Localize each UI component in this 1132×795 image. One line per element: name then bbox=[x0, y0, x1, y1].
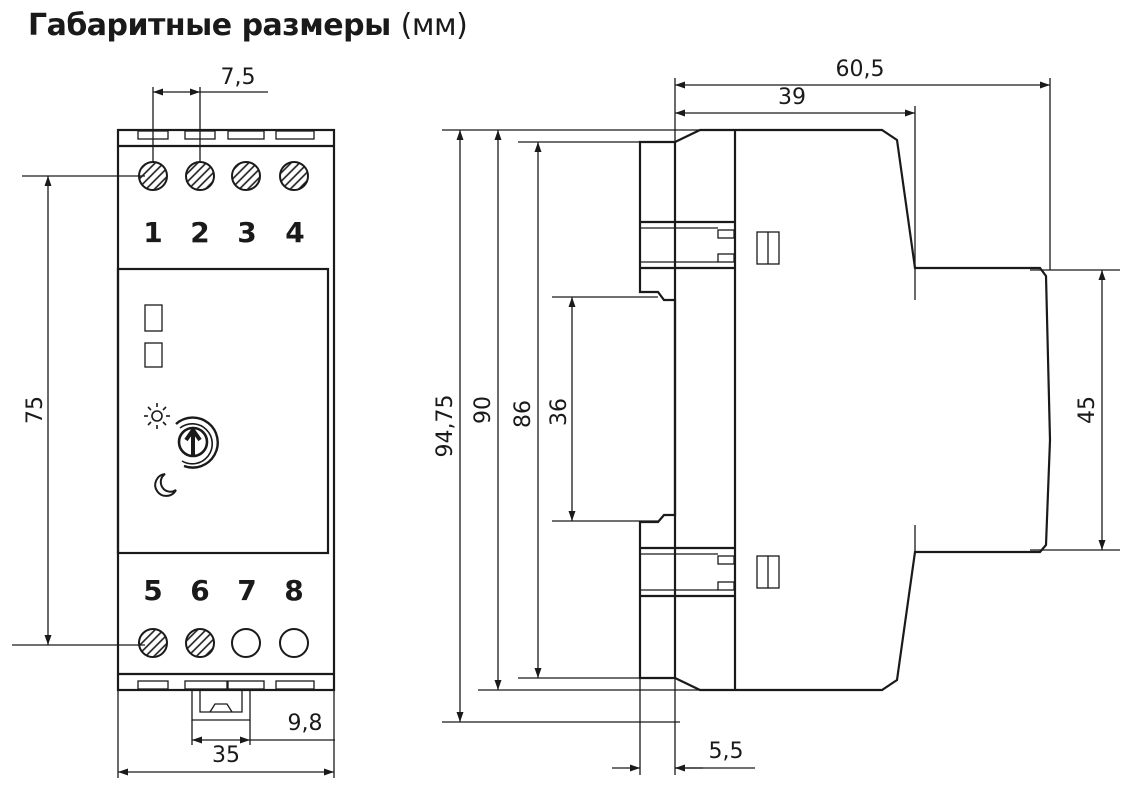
dim-h-body-label: 90 bbox=[471, 396, 496, 424]
screw-terminal bbox=[185, 628, 215, 658]
dim-depth-total: 60,5 bbox=[674, 57, 1051, 270]
terminal-7-label: 7 bbox=[237, 574, 256, 607]
dim-pitch: 7,5 bbox=[152, 65, 268, 162]
terminal-4-label: 4 bbox=[285, 216, 304, 249]
side-housing bbox=[638, 128, 1052, 692]
empty-terminal bbox=[231, 628, 261, 658]
dim-pitch-label: 7,5 bbox=[221, 65, 256, 90]
dim-h-terminal-label: 86 bbox=[511, 400, 536, 428]
dim-front-height: 45 bbox=[1030, 269, 1120, 551]
front-bottom-tabs bbox=[137, 680, 315, 690]
dim-rail-slot-label: 36 bbox=[547, 398, 572, 426]
front-top-tabs bbox=[137, 130, 315, 140]
dim-rail-slot: 36 bbox=[547, 296, 658, 522]
top-screws bbox=[138, 161, 309, 191]
terminal-1-label: 1 bbox=[143, 216, 162, 249]
screw-terminal bbox=[185, 161, 215, 191]
dim-width: 35 bbox=[117, 690, 335, 778]
terminal-5-label: 5 bbox=[143, 574, 162, 607]
diagram-title: Габаритные размеры (мм) bbox=[28, 8, 468, 43]
terminal-6-label: 6 bbox=[190, 574, 209, 607]
dim-width-label: 35 bbox=[212, 743, 240, 768]
screw-terminal bbox=[138, 628, 168, 658]
dim-rail-offset-label: 5,5 bbox=[709, 739, 744, 764]
dim-depth-total-label: 60,5 bbox=[836, 57, 885, 82]
bottom-screws bbox=[138, 628, 309, 658]
dim-depth-front-label: 39 bbox=[778, 85, 806, 110]
empty-terminal bbox=[279, 628, 309, 658]
screw-terminal bbox=[279, 161, 309, 191]
terminal-8-label: 8 bbox=[284, 574, 303, 607]
led-indicator bbox=[144, 342, 163, 368]
moon-icon bbox=[154, 473, 177, 497]
side-top-clamp bbox=[640, 220, 780, 270]
dim-rail: 9,8 bbox=[191, 711, 335, 745]
dim-h-terminal: 86 bbox=[511, 141, 640, 679]
title-unit: (мм) bbox=[400, 8, 468, 43]
front-view: 1 2 3 4 5 6 7 8 bbox=[12, 65, 336, 778]
terminal-3-label: 3 bbox=[237, 216, 256, 249]
dim-height-label: 75 bbox=[23, 396, 48, 424]
title-main: Габаритные размеры bbox=[28, 8, 391, 43]
dim-rail-offset: 5,5 bbox=[612, 678, 755, 775]
side-bottom-clamp bbox=[640, 546, 780, 598]
dim-depth-front: 39 bbox=[675, 85, 916, 268]
screw-terminal bbox=[231, 161, 261, 191]
side-view: 60,5 39 94,75 90 86 bbox=[433, 57, 1120, 775]
front-panel bbox=[116, 267, 330, 555]
dim-h-total-label: 94,75 bbox=[433, 395, 458, 458]
terminal-2-label: 2 bbox=[190, 216, 209, 249]
led-indicator bbox=[144, 304, 163, 332]
dim-front-height-label: 45 bbox=[1075, 396, 1100, 424]
adjust-knob-icon bbox=[175, 416, 219, 469]
dim-h-body: 90 bbox=[471, 130, 700, 691]
sun-icon bbox=[144, 403, 170, 429]
din-clip bbox=[191, 690, 251, 721]
dim-height: 75 bbox=[12, 175, 145, 646]
dim-rail-label: 9,8 bbox=[288, 711, 323, 736]
